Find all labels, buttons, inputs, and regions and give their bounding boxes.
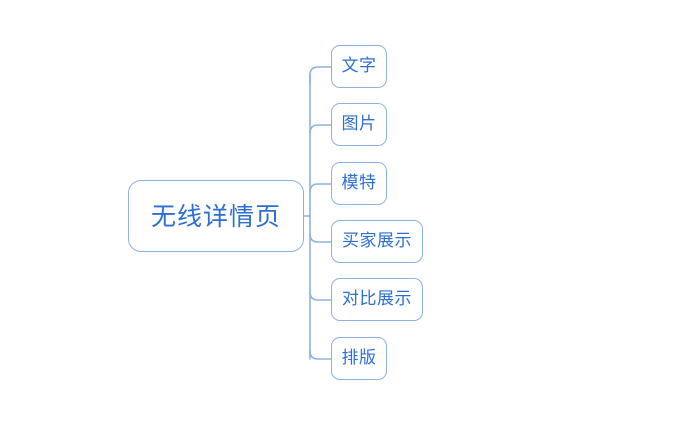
root-node[interactable]: 无线详情页: [128, 180, 304, 252]
child-node-maijiazhanshi[interactable]: 买家展示: [331, 220, 423, 263]
child-node-label: 图片: [341, 114, 377, 134]
connector-branch-3: [309, 233, 332, 243]
child-node-mote[interactable]: 模特: [331, 162, 387, 205]
child-node-label: 买家展示: [342, 231, 412, 251]
connector-branch-4: [309, 291, 332, 301]
connector-branch-5: [309, 350, 332, 360]
child-node-label: 排版: [341, 348, 377, 368]
connector-branch-2: [309, 183, 332, 193]
root-node-label: 无线详情页: [150, 201, 281, 231]
connector-branch-0: [309, 66, 332, 84]
child-node-duibizhanshi[interactable]: 对比展示: [331, 278, 423, 321]
child-node-label: 对比展示: [342, 289, 412, 309]
child-node-label: 模特: [341, 173, 377, 193]
child-node-label: 文字: [341, 56, 377, 76]
child-node-tupian[interactable]: 图片: [331, 103, 387, 146]
child-node-paiban[interactable]: 排版: [331, 337, 387, 380]
connector-branch-1: [309, 124, 332, 134]
child-node-wenzi[interactable]: 文字: [331, 45, 387, 88]
